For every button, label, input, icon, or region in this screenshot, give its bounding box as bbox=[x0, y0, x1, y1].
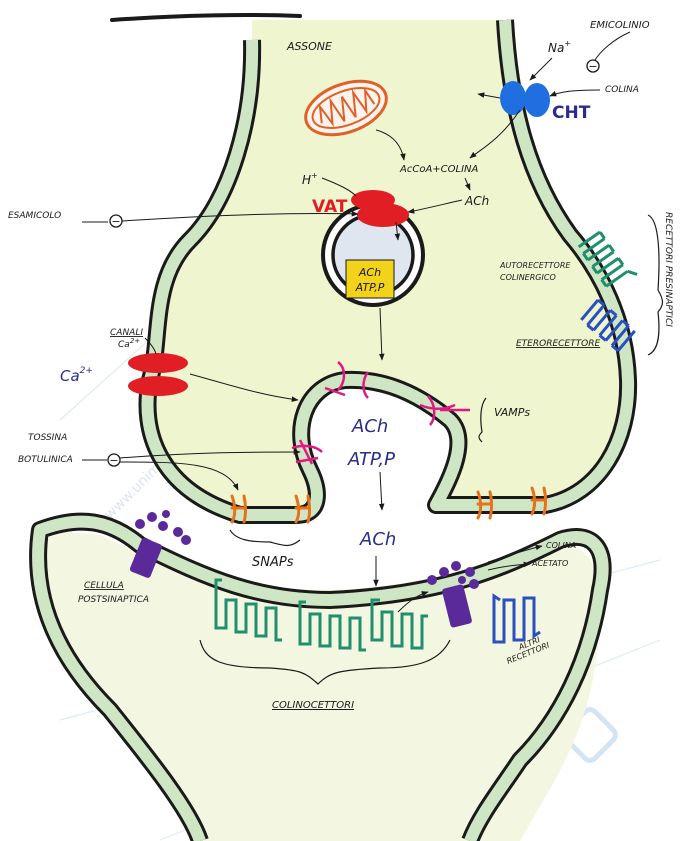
vesicle-atp-label: ATP,P bbox=[355, 281, 385, 294]
cholinoceptor-label: COLINOCETTORI bbox=[272, 700, 354, 711]
autoreceptor-label-1: AUTORECETTORE bbox=[499, 261, 571, 270]
postsynaptic-label-1: CELLULA bbox=[84, 581, 124, 591]
atp-terminal-label: ATP,P bbox=[347, 449, 395, 470]
vamps-label: VAMPs bbox=[494, 406, 530, 419]
axon-label: ASSONE bbox=[286, 40, 332, 53]
svg-text:−: − bbox=[588, 60, 597, 73]
postsynaptic-label-2: POSTSINAPTICA bbox=[78, 595, 149, 605]
vesamicol-label: ESAMICOLO bbox=[8, 211, 61, 221]
ach-cleft-label: ACh bbox=[359, 529, 396, 550]
cht-label: CHT bbox=[552, 103, 591, 123]
botox-inhibitor-icon: − bbox=[108, 454, 120, 467]
heteroreceptor-label: ETERORECETTORE bbox=[516, 339, 600, 349]
ach-terminal-label: ACh bbox=[351, 416, 388, 437]
vesamicol-inhibitor-icon: − bbox=[110, 215, 122, 228]
choline-uptake-label: COLINA bbox=[605, 85, 639, 95]
hemicholinium-inhibitor-icon: − bbox=[587, 60, 599, 73]
snaps-label: SNAPs bbox=[252, 555, 294, 570]
svg-text:−: − bbox=[109, 454, 118, 467]
botox-label-2: BOTULINICA bbox=[18, 455, 73, 465]
botox-label-1: TOSSINA bbox=[28, 433, 67, 443]
hemicholinium-label: EMICOLINIO bbox=[590, 20, 650, 31]
vesicle-ach-label: ACh bbox=[358, 266, 381, 279]
svg-text:−: − bbox=[111, 215, 120, 228]
acetate-out-label: ACETATO bbox=[531, 559, 568, 568]
choline-out-label: COLINA bbox=[546, 541, 576, 550]
presynaptic-receptors-label: RECETTORI PRESINAPTICI bbox=[663, 212, 673, 327]
acoa-choline-label: AcCoA+COLINA bbox=[399, 164, 479, 175]
ach-cytoplasm-label: ACh bbox=[464, 194, 489, 208]
autoreceptor-label-2: COLINERGICO bbox=[500, 273, 556, 282]
